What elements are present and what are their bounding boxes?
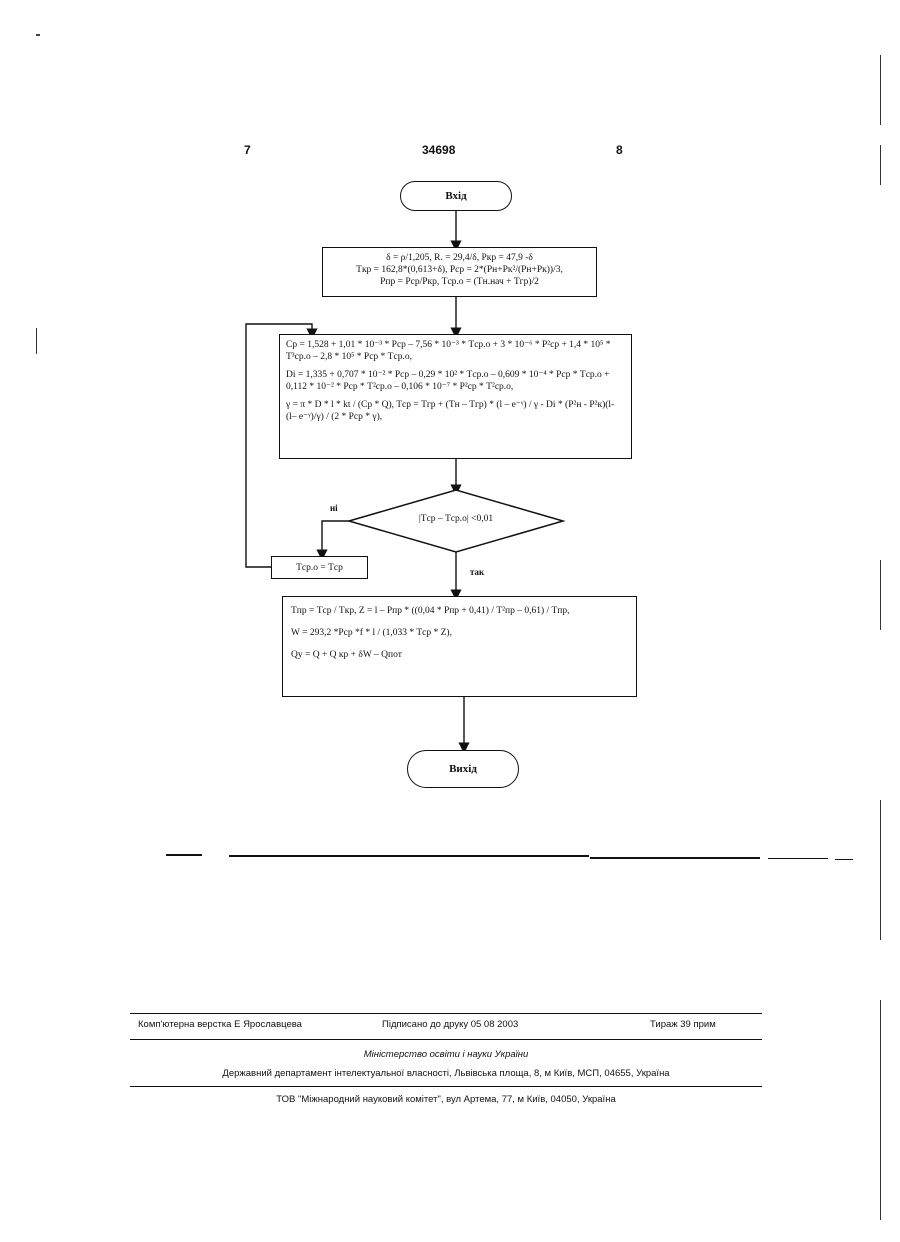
calc-gamma-formula: γ = π * D * l * kt / (Cр * Q), Tср = Tгр… bbox=[286, 399, 625, 423]
init-process-box: δ = ρ/1,205, R. = 29,4/δ, Pкр = 47,9 -δ … bbox=[322, 247, 597, 297]
footer-circulation: Тираж 39 прим bbox=[650, 1019, 716, 1030]
update-process-box: Tср.о = Tср bbox=[271, 556, 368, 579]
start-terminator: Вхід bbox=[400, 181, 512, 211]
footer-layout-credit: Комп'ютерна верстка Е Ярославцева bbox=[138, 1019, 302, 1030]
calc-cp-formula: Cр = 1,528 + 1,01 * 10⁻³ * Pср – 7,56 * … bbox=[286, 339, 625, 363]
scan-edge-line bbox=[880, 1000, 881, 1220]
footer-mid-rule bbox=[130, 1039, 762, 1040]
start-label: Вхід bbox=[445, 190, 466, 202]
separator-rule bbox=[166, 854, 202, 856]
final-line-1: Tпр = Tср / Tкр, Z = l – Pпр * ((0,04 * … bbox=[291, 605, 628, 617]
separator-rule bbox=[768, 858, 828, 859]
separator-rule bbox=[590, 857, 760, 859]
init-line-2: Tкр = 162,8*(0,613+δ), Pср = 2*(Pн+Pк²/(… bbox=[323, 264, 596, 276]
final-line-3: Qу = Q + Q кр + δW – Qпот bbox=[291, 649, 628, 661]
separator-rule bbox=[229, 855, 589, 857]
footer-bottom-rule bbox=[130, 1086, 762, 1087]
init-line-3: Pпр = Pср/Pкр, Tср.о = (Tн.нач + Tгр)/2 bbox=[323, 276, 596, 288]
separator-rule bbox=[835, 859, 853, 860]
footer-publisher: ТОВ "Міжнародний науковий комітет", вул … bbox=[130, 1094, 762, 1105]
decision-condition: |Tср – Tср.о| <0,01 bbox=[389, 513, 523, 525]
branch-yes-label: так bbox=[470, 566, 484, 578]
connector-decision-no bbox=[322, 521, 349, 555]
end-terminator: Вихід bbox=[407, 750, 519, 788]
update-formula: Tср.о = Tср bbox=[296, 562, 343, 574]
calc-di-formula: Di = 1,335 + 0,707 * 10⁻² * Pср – 0,29 *… bbox=[286, 369, 625, 393]
footer-signed-date: Підписано до друку 05 08 2003 bbox=[382, 1019, 518, 1030]
footer-top-rule bbox=[130, 1013, 762, 1014]
calc-process-box: Cр = 1,528 + 1,01 * 10⁻³ * Pср – 7,56 * … bbox=[279, 334, 632, 459]
end-label: Вихід bbox=[449, 763, 477, 775]
footer-department: Державний департамент інтелектуальної вл… bbox=[130, 1068, 762, 1079]
final-line-2: W = 293,2 *Pср *f * l / (1,033 * Tср * Z… bbox=[291, 627, 628, 639]
init-line-1: δ = ρ/1,205, R. = 29,4/δ, Pкр = 47,9 -δ bbox=[323, 252, 596, 264]
scan-edge-line bbox=[880, 800, 881, 940]
footer-ministry: Міністерство освіти і науки України bbox=[130, 1049, 762, 1060]
final-process-box: Tпр = Tср / Tкр, Z = l – Pпр * ((0,04 * … bbox=[282, 596, 637, 697]
branch-no-label: ні bbox=[330, 502, 338, 514]
